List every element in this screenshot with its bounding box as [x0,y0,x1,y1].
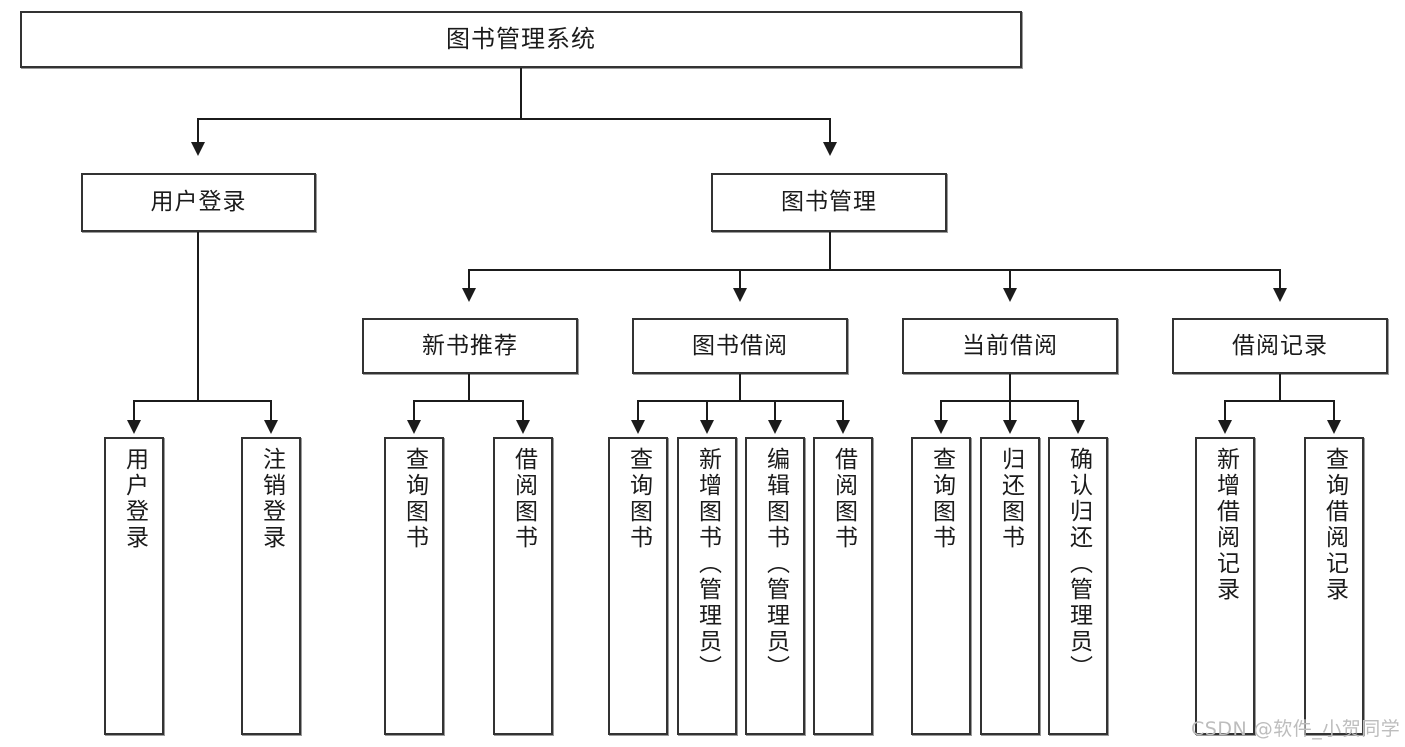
node-label: 借阅图书 [830,447,857,551]
arrowhead-book-mgmt [823,142,837,156]
arrowhead-leaf-user-login [127,420,141,434]
node-label: 查询借阅记录 [1321,447,1348,603]
connector-book-borrow-leaf-2 [706,400,708,422]
node-label: 注销登录 [258,447,285,551]
arrowhead-leaf-logout [264,420,278,434]
connector-book-borrow-trunk [739,374,741,401]
connector-new-book-trunk [468,374,470,401]
arrowhead-current-borrow [1003,288,1017,302]
connector-new-book-bus [413,400,523,402]
connector-book-mgmt-trunk [829,232,831,270]
arrowhead-leaf-add-record [1218,420,1232,434]
leaf-edit-book-admin[interactable]: 编辑图书（管理员） [745,437,805,735]
node-label: 编辑图书（管理员） [762,447,789,681]
leaf-return-book[interactable]: 归还图书 [980,437,1040,735]
leaf-query-borrow-record[interactable]: 查询借阅记录 [1304,437,1364,735]
leaf-logout[interactable]: 注销登录 [241,437,301,735]
node-label: 借阅记录 [1232,332,1328,359]
node-new-book-recommend[interactable]: 新书推荐 [362,318,578,374]
leaf-user-login[interactable]: 用户登录 [104,437,164,735]
connector-to-book-borrow [739,269,741,290]
connector-user-login-trunk [197,232,199,401]
node-label: 图书管理系统 [446,24,596,53]
connector-book-borrow-leaf-1 [637,400,639,422]
node-label: 用户登录 [150,189,247,216]
node-borrow-record[interactable]: 借阅记录 [1172,318,1388,374]
node-label: 图书借阅 [692,332,788,359]
connector-to-new-book [468,269,470,290]
node-label: 当前借阅 [962,332,1058,359]
node-label: 新增图书（管理员） [694,447,721,681]
arrowhead-leaf-add-book [700,420,714,434]
node-book-borrow[interactable]: 图书借阅 [632,318,848,374]
connector-user-login-leaf-1 [133,400,135,422]
connector-user-login-leaf-2 [270,400,272,422]
arrowhead-borrow-record [1273,288,1287,302]
leaf-query-book-borrow[interactable]: 查询图书 [608,437,668,735]
arrowhead-new-book [462,288,476,302]
connector-borrow-record-leaf-2 [1333,400,1335,422]
arrowhead-leaf-query-book-3 [934,420,948,434]
node-label: 用户登录 [121,447,148,551]
node-label: 查询图书 [928,447,955,551]
connector-current-borrow-leaf-2 [1009,400,1011,422]
node-current-borrow[interactable]: 当前借阅 [902,318,1118,374]
node-label: 查询图书 [625,447,652,551]
leaf-query-book-recommend[interactable]: 查询图书 [384,437,444,735]
arrowhead-leaf-query-book-2 [631,420,645,434]
arrowhead-leaf-query-record [1327,420,1341,434]
connector-book-borrow-leaf-3 [774,400,776,422]
connector-borrow-record-bus [1224,400,1334,402]
connector-to-user-login [197,118,199,144]
node-label: 归还图书 [997,447,1024,551]
node-label: 确认归还（管理员） [1065,447,1092,681]
connector-to-current-borrow [1009,269,1011,290]
connector-book-borrow-bus [637,400,843,402]
node-label: 新增借阅记录 [1212,447,1239,603]
node-label: 借阅图书 [510,447,537,551]
connector-level3-bus [468,269,1280,271]
arrowhead-leaf-borrow-book-1 [516,420,530,434]
csdn-watermark: CSDN @软件_小贺同学 [1191,718,1401,740]
connector-new-book-leaf-2 [522,400,524,422]
connector-book-borrow-leaf-4 [842,400,844,422]
node-label: 图书管理 [781,189,877,216]
arrowhead-leaf-confirm-return [1071,420,1085,434]
leaf-query-book-current[interactable]: 查询图书 [911,437,971,735]
connector-user-login-bus [133,400,271,402]
leaf-borrow-book-recommend[interactable]: 借阅图书 [493,437,553,735]
connector-level2-bus [197,118,831,120]
node-book-management[interactable]: 图书管理 [711,173,947,232]
connector-current-borrow-leaf-3 [1077,400,1079,422]
connector-root-trunk [520,68,522,119]
leaf-borrow-book[interactable]: 借阅图书 [813,437,873,735]
arrowhead-leaf-borrow-book-2 [836,420,850,434]
connector-current-borrow-leaf-1 [940,400,942,422]
arrowhead-user-login [191,142,205,156]
arrowhead-book-borrow [733,288,747,302]
connector-new-book-leaf-1 [413,400,415,422]
arrowhead-leaf-query-book-1 [407,420,421,434]
node-label: 新书推荐 [422,332,518,359]
connector-to-book-mgmt [829,118,831,144]
node-user-login[interactable]: 用户登录 [81,173,316,232]
leaf-add-borrow-record[interactable]: 新增借阅记录 [1195,437,1255,735]
arrowhead-leaf-return-book [1003,420,1017,434]
arrowhead-leaf-edit-book [768,420,782,434]
connector-current-borrow-trunk [1009,374,1011,401]
connector-borrow-record-leaf-1 [1224,400,1226,422]
leaf-add-book-admin[interactable]: 新增图书（管理员） [677,437,737,735]
connector-to-borrow-record [1279,269,1281,290]
node-root-system[interactable]: 图书管理系统 [20,11,1022,68]
leaf-confirm-return-admin[interactable]: 确认归还（管理员） [1048,437,1108,735]
connector-borrow-record-trunk [1279,374,1281,401]
node-label: 查询图书 [401,447,428,551]
